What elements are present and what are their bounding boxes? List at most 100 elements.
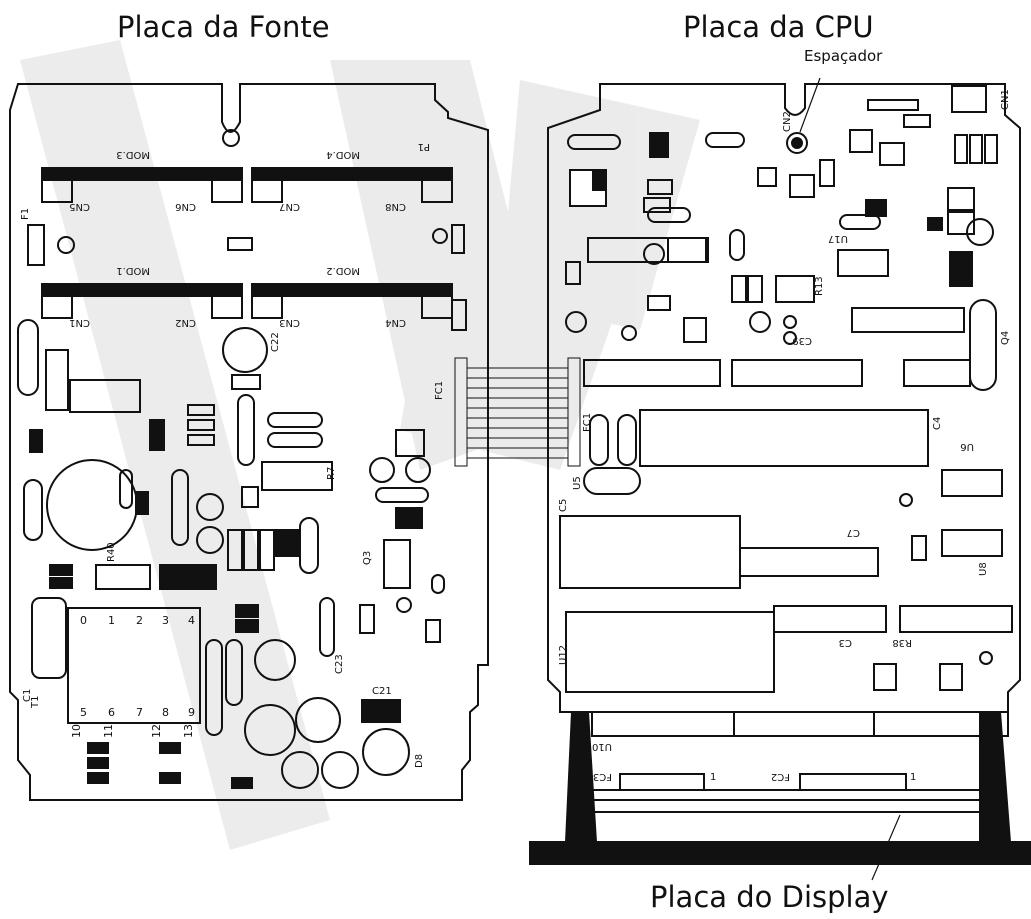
f1-label: F1 — [20, 208, 31, 220]
q1-part — [95, 564, 151, 590]
mount-hole — [222, 129, 240, 147]
r22-part — [227, 237, 253, 251]
cn1-cpu-label: CN1 — [1000, 89, 1011, 110]
c19-part — [589, 414, 609, 466]
u4-chip — [639, 409, 929, 467]
c24-part — [375, 487, 429, 503]
d2-part — [949, 251, 973, 287]
t1-label: T1 — [30, 696, 41, 709]
r11-part — [227, 529, 243, 571]
c16-cap — [254, 639, 296, 681]
r42-part — [911, 535, 927, 561]
cpu-board — [547, 77, 1021, 737]
display-base — [529, 841, 1031, 865]
p1-board-label: P1 — [418, 141, 430, 152]
d10-part — [159, 772, 181, 784]
c11-cap — [405, 457, 431, 483]
c38-cap — [783, 331, 797, 345]
flat-cable — [454, 357, 581, 467]
c29-part — [667, 237, 707, 263]
u8-part — [899, 605, 1013, 633]
cn7-block — [251, 179, 283, 203]
d1-part — [927, 217, 943, 231]
u16-cpu-label: R13 — [814, 276, 825, 296]
r27-part — [947, 211, 975, 235]
cn6-label: CN6 — [175, 201, 196, 212]
r14-part — [187, 404, 215, 416]
c20-cap — [783, 315, 797, 329]
r23-hole — [432, 228, 448, 244]
cn1-part — [951, 85, 987, 113]
r19-part — [903, 114, 931, 128]
r4-part — [259, 529, 275, 571]
terminal-0: 0 — [80, 614, 87, 627]
fc1-cable-power — [454, 357, 468, 467]
c13-part — [299, 517, 319, 574]
c10-cap — [196, 493, 224, 521]
mod3-bar — [41, 167, 243, 181]
r40-label: R40 — [106, 542, 117, 562]
r39-part — [757, 167, 777, 187]
cn7-label: CN7 — [279, 201, 300, 212]
u7-chip — [565, 611, 775, 693]
c17-part — [319, 597, 335, 657]
display-board — [529, 711, 1031, 881]
c35-part — [839, 214, 881, 230]
cpu-board-title: Placa da CPU — [683, 10, 874, 44]
cn2-cpu-label: CN2 — [782, 111, 793, 132]
cn3-label: CN3 — [279, 317, 300, 328]
c20-label: D8 — [414, 754, 425, 768]
u14-part — [683, 317, 707, 343]
u13-cpu-label: C3 — [839, 637, 852, 648]
fc1-cable-cpu — [567, 357, 581, 467]
mod1-label: MOD.1 — [116, 265, 150, 276]
fc3-label: FC3 — [593, 771, 612, 782]
r1-part — [45, 349, 69, 411]
c15-part — [231, 374, 261, 390]
d8-part — [87, 757, 109, 769]
t1-transformer — [67, 607, 201, 724]
u8-cpu-label: R38 — [892, 637, 912, 648]
x1-cpu-label: U5 — [572, 476, 583, 490]
c31-cap — [565, 311, 587, 333]
d11-part — [159, 742, 181, 754]
d2-part-b — [49, 577, 73, 589]
c22-label: C22 — [270, 332, 281, 352]
u1-label: R7 — [326, 467, 337, 480]
c28-cap — [643, 243, 665, 265]
power-board-title: Placa da Fonte — [117, 10, 330, 44]
u7-cpu-label: U12 — [558, 645, 569, 665]
watermark-stroke-1 — [20, 40, 330, 850]
r25-part — [984, 134, 998, 164]
r20-part — [359, 604, 375, 634]
cn4-label: CN4 — [385, 317, 406, 328]
spacer-pointer — [799, 77, 821, 133]
r23-part — [954, 134, 968, 164]
fc1-label: FC1 — [434, 381, 445, 400]
d6-part-b — [235, 619, 259, 633]
terminal-11: 11 — [102, 724, 115, 738]
c34-part — [621, 325, 637, 341]
u4-label: C23 — [334, 654, 345, 674]
q3-part — [159, 564, 217, 590]
terminal-3: 3 — [162, 614, 169, 627]
c23-part — [729, 229, 745, 261]
u5-chip — [739, 547, 879, 577]
spacer-hole-inner — [791, 137, 803, 149]
c20-cap — [362, 728, 410, 776]
mod4-label: MOD.4 — [326, 149, 360, 160]
c9-cap — [196, 526, 224, 554]
u13-part — [773, 605, 887, 633]
fc2-pin1: 1 — [910, 772, 916, 783]
jumper-block — [275, 529, 299, 557]
terminal-8: 8 — [162, 706, 169, 719]
fc2-label: FC2 — [771, 771, 790, 782]
c3-hole — [979, 651, 993, 665]
u18-part — [903, 359, 971, 387]
u9-part — [731, 359, 863, 387]
r7-part — [241, 486, 259, 508]
r18-part — [565, 261, 581, 285]
l1-part — [69, 379, 141, 413]
u17-cpu-label: U17 — [828, 233, 848, 244]
